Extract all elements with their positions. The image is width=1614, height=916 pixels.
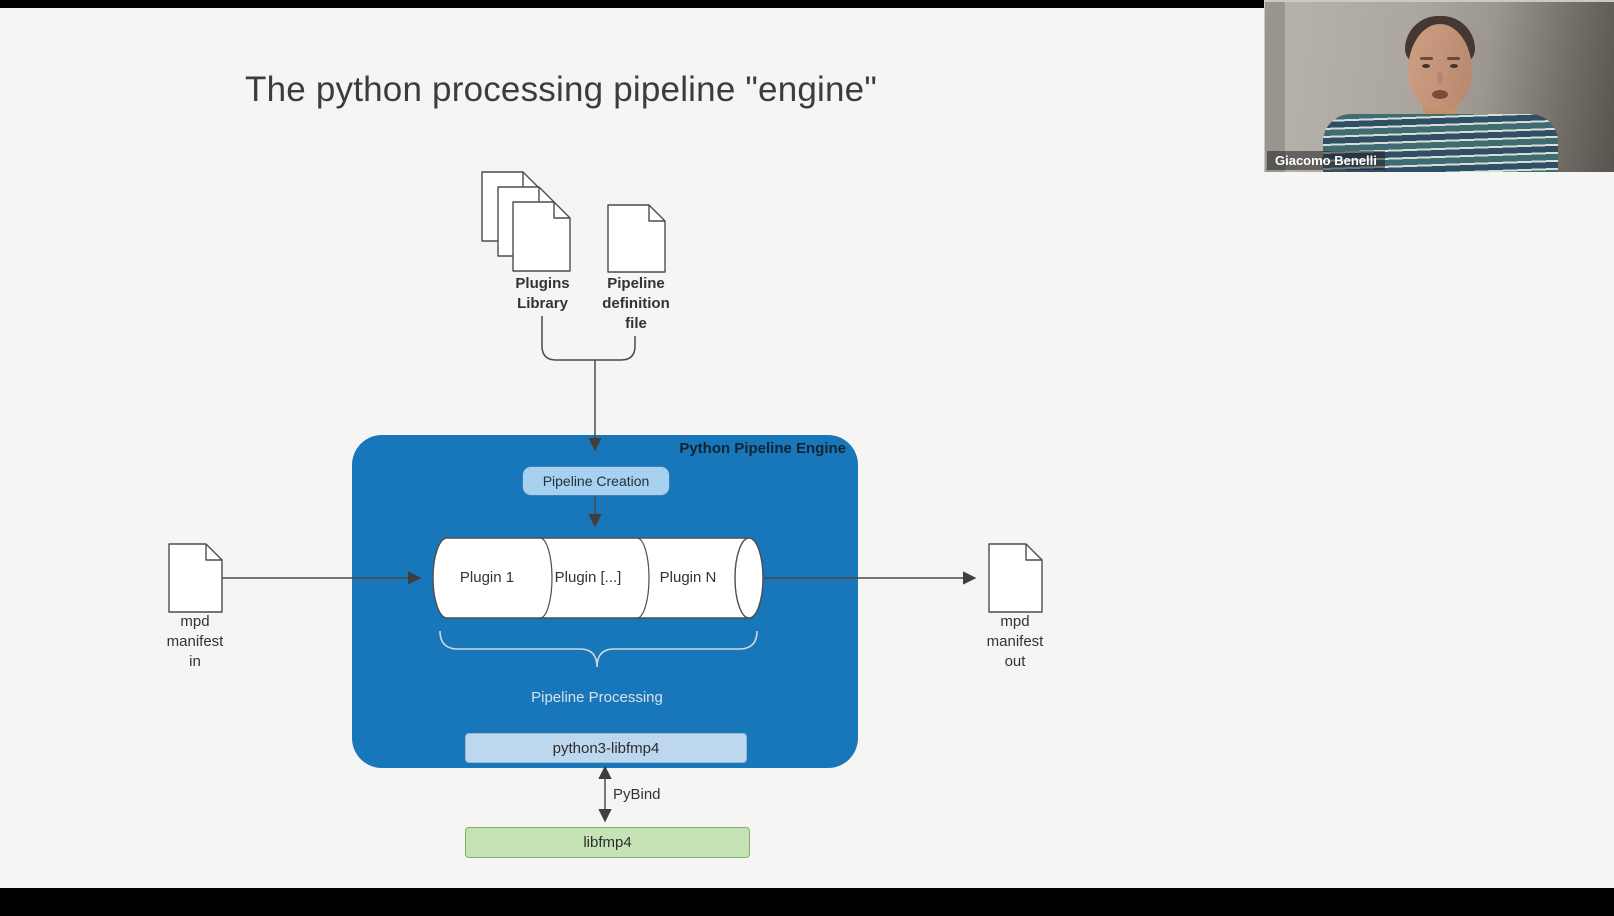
person-eyebrow-right bbox=[1447, 57, 1460, 60]
person-head bbox=[1408, 24, 1472, 110]
letterbox-bar-top bbox=[0, 0, 1264, 8]
participant-name-badge: Giacomo Benelli bbox=[1267, 151, 1385, 170]
manifest-out-label-line2: manifest bbox=[986, 633, 1044, 650]
person-eye-left bbox=[1422, 64, 1430, 68]
webcam-background-shade bbox=[1265, 2, 1285, 172]
python3-libfmp4-bar: python3-libfmp4 bbox=[465, 733, 747, 763]
stacked-documents-icon bbox=[481, 171, 571, 272]
manifest-in-document-icon bbox=[168, 543, 223, 613]
manifest-out-label-line1: mpd bbox=[1000, 613, 1030, 630]
libfmp4-label: libfmp4 bbox=[583, 834, 632, 851]
slide-title: The python processing pipeline "engine" bbox=[245, 70, 877, 109]
manifest-out-label-line3: out bbox=[1004, 653, 1026, 670]
pybind-label: PyBind bbox=[613, 786, 661, 803]
person-mouth bbox=[1432, 90, 1448, 99]
pipeline-definition-document-icon bbox=[607, 204, 666, 273]
plugin-middle-label: Plugin [...] bbox=[554, 569, 622, 586]
manifest-in-label-line2: manifest bbox=[166, 633, 224, 650]
plugins-library-label-line2: Library bbox=[517, 295, 568, 312]
person-nose bbox=[1437, 72, 1443, 84]
pipeline-definition-label: Pipeline definition file bbox=[592, 274, 680, 334]
engine-title: Python Pipeline Engine bbox=[679, 440, 846, 457]
manifest-out-document-icon bbox=[988, 543, 1043, 613]
python3-libfmp4-label: python3-libfmp4 bbox=[552, 739, 660, 757]
pipeline-definition-connector bbox=[595, 336, 636, 361]
letterbox-bar-bottom bbox=[0, 888, 1614, 916]
manifest-in-label: mpd manifest in bbox=[150, 612, 240, 672]
person-eye-right bbox=[1450, 64, 1458, 68]
webcam-overlay: Giacomo Benelli bbox=[1264, 0, 1614, 172]
person-eyebrow-left bbox=[1420, 57, 1433, 60]
plugins-library-connector bbox=[541, 316, 595, 361]
plugins-library-label: Plugins Library bbox=[500, 274, 585, 314]
plugin-first-label: Plugin 1 bbox=[459, 569, 515, 586]
plugin-last-label: Plugin N bbox=[659, 569, 717, 586]
pipeline-definition-label-line2: definition bbox=[602, 295, 670, 312]
pipeline-creation-label: Pipeline Creation bbox=[542, 473, 650, 489]
manifest-in-label-line1: mpd bbox=[180, 613, 210, 630]
manifest-out-label: mpd manifest out bbox=[970, 612, 1060, 672]
pipeline-definition-label-line1: Pipeline bbox=[607, 275, 665, 292]
pipeline-creation-box: Pipeline Creation bbox=[522, 466, 670, 496]
manifest-in-label-line3: in bbox=[189, 653, 201, 670]
pipeline-processing-caption: Pipeline Processing bbox=[531, 689, 663, 706]
pipeline-definition-label-line3: file bbox=[625, 315, 647, 332]
libfmp4-bar: libfmp4 bbox=[465, 827, 750, 858]
plugins-library-label-line1: Plugins bbox=[515, 275, 570, 292]
